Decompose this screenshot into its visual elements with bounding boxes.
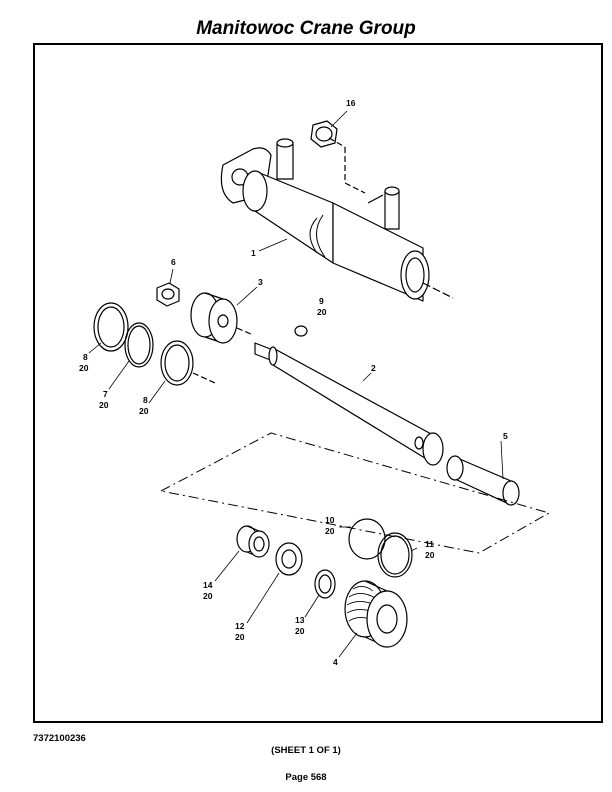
callout-8-upper: 8 <box>83 352 88 362</box>
callout-14-qty: 20 <box>203 591 213 601</box>
leader-lines <box>88 110 504 658</box>
callout-12: 12 <box>235 621 245 631</box>
page-title: Manitowoc Crane Group <box>196 18 416 39</box>
part-6-nut <box>156 282 180 307</box>
callout-9: 9 <box>319 296 324 306</box>
exploded-parts-diagram: 16 1 6 3 9 20 8 20 7 20 8 20 2 5 10 20 1… <box>79 98 550 667</box>
callout-14: 14 <box>203 580 213 590</box>
part-16-nut <box>310 120 366 194</box>
callout-2: 2 <box>371 363 376 373</box>
part-8-ring-right <box>160 340 216 386</box>
callout-1: 1 <box>251 248 256 258</box>
part-8-ring-left <box>93 302 129 352</box>
drawing-number: 7372100236 <box>33 733 86 744</box>
callout-10-qty: 20 <box>325 526 335 536</box>
callout-9-qty: 20 <box>317 307 327 317</box>
callout-6: 6 <box>171 257 176 267</box>
callout-3: 3 <box>258 277 263 287</box>
part-3-piston <box>190 292 254 344</box>
callout-13: 13 <box>295 615 305 625</box>
callout-4: 4 <box>333 657 338 667</box>
callout-8-lower-qty: 20 <box>139 406 149 416</box>
callout-5: 5 <box>503 431 508 441</box>
diagram-frame <box>33 43 603 723</box>
part-7-ring <box>124 322 154 368</box>
part-14-wiper <box>236 525 270 558</box>
callout-7: 7 <box>103 389 108 399</box>
part-4-gland <box>344 580 408 648</box>
sheet-label: (SHEET 1 OF 1) <box>271 745 341 756</box>
page-number: Page 568 <box>285 772 327 783</box>
part-11-ring <box>377 532 413 578</box>
callout-7-qty: 20 <box>99 400 109 410</box>
part-10-ring <box>348 518 386 560</box>
callout-8-lower: 8 <box>143 395 148 405</box>
callout-11-qty: 20 <box>425 550 435 560</box>
part-5-sleeve <box>446 455 520 506</box>
callout-16: 16 <box>346 98 356 108</box>
callout-13-qty: 20 <box>295 626 305 636</box>
part-12-seal <box>275 542 303 576</box>
part-2-rod <box>254 342 444 466</box>
callout-12-qty: 20 <box>235 632 245 642</box>
part-13-ring <box>314 569 336 599</box>
callout-11: 11 <box>425 539 434 549</box>
callout-10: 10 <box>325 515 335 525</box>
part-1-barrel <box>220 138 454 302</box>
callout-8-upper-qty: 20 <box>79 363 89 373</box>
part-9-o-ring <box>294 325 308 337</box>
